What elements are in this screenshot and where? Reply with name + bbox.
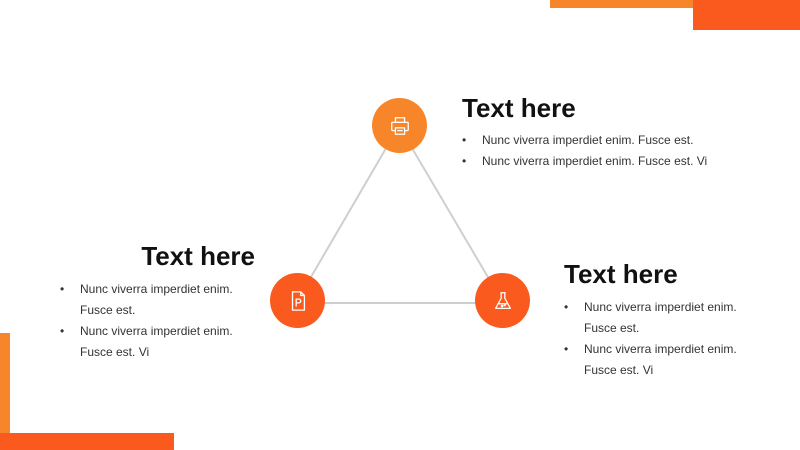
- bullet-list: Nunc viverra imperdiet enim. Fusce est. …: [60, 279, 245, 363]
- text-block-top: Text here Nunc viverra imperdiet enim. F…: [462, 93, 762, 172]
- connector-top-right: [398, 125, 503, 302]
- bottom-accent-bar: [0, 433, 174, 450]
- node-right: [475, 273, 530, 328]
- bullet-item: Nunc viverra imperdiet enim. Fusce est.: [60, 279, 245, 321]
- flask-icon: [494, 291, 511, 309]
- printer-icon: [390, 116, 409, 135]
- powerpoint-file-icon: [291, 290, 305, 311]
- text-block-left: Text here Nunc viverra imperdiet enim. F…: [60, 241, 260, 363]
- bullet-item: Nunc viverra imperdiet enim. Fusce est. …: [60, 321, 245, 363]
- top-accent-bar-light: [550, 0, 695, 8]
- bullet-list: Nunc viverra imperdiet enim. Fusce est. …: [564, 297, 749, 381]
- text-block-right: Text here Nunc viverra imperdiet enim. F…: [564, 259, 764, 381]
- left-accent-bar: [0, 333, 10, 450]
- node-top: [372, 98, 427, 153]
- bullet-item: Nunc viverra imperdiet enim. Fusce est. …: [564, 339, 749, 381]
- top-accent-bar-dark: [693, 0, 800, 30]
- block-title: Text here: [141, 241, 255, 271]
- node-left: [270, 273, 325, 328]
- connector-top-left: [296, 125, 400, 302]
- bullet-item: Nunc viverra imperdiet enim. Fusce est.: [462, 130, 762, 151]
- bullet-list: Nunc viverra imperdiet enim. Fusce est. …: [462, 130, 762, 172]
- block-title: Text here: [462, 93, 576, 123]
- bullet-item: Nunc viverra imperdiet enim. Fusce est.: [564, 297, 749, 339]
- block-title: Text here: [564, 259, 678, 289]
- bullet-item: Nunc viverra imperdiet enim. Fusce est. …: [462, 151, 762, 172]
